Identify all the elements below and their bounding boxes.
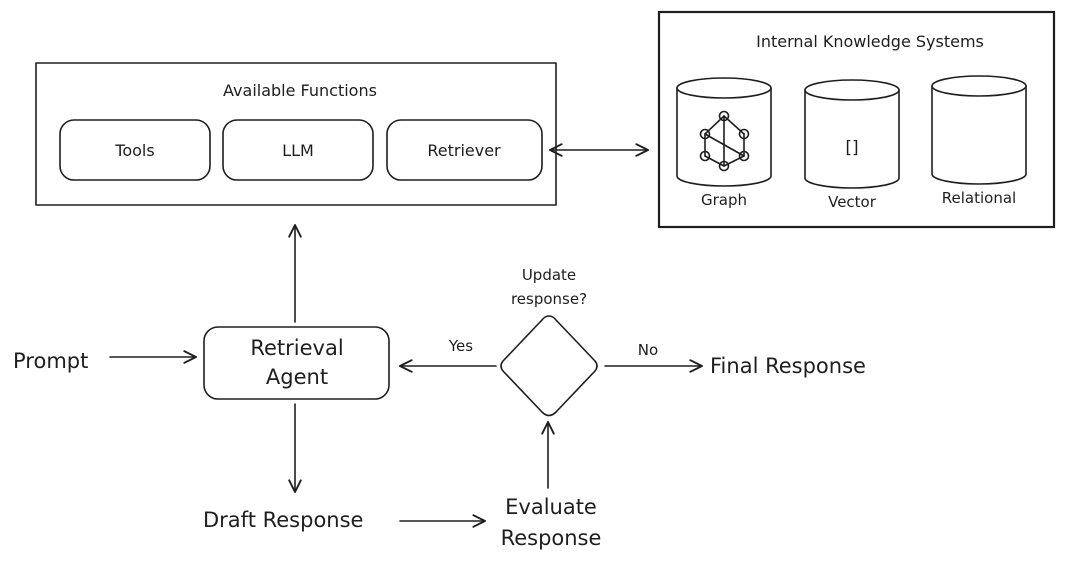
draft-response-label: Draft Response [203,508,363,532]
function-retriever[interactable]: Retriever [386,119,543,181]
decision-question-line1: Update [522,266,576,284]
function-llm-label: LLM [282,141,314,160]
prompt-label: Prompt [13,349,88,373]
vector-brackets-icon: [] [845,138,858,158]
available-functions-panel: Available Functions Tools LLM Retriever [35,62,557,206]
evaluate-line2: Response [501,526,602,550]
graph-icon [699,110,750,172]
internal-knowledge-title: Internal Knowledge Systems [756,32,984,51]
retrieval-agent-line1: Retrieval [250,336,343,360]
graph-label: Graph [701,191,747,209]
decision-question-line2: response? [511,290,587,308]
retrieval-agent-line2: Agent [266,365,328,389]
evaluate-line1: Evaluate [505,495,597,519]
no-label: No [638,341,658,359]
function-retriever-label: Retriever [427,141,501,160]
vector-label: Vector [828,193,877,211]
relational-label: Relational [942,189,1016,207]
retrieval-agent-box[interactable]: Retrieval Agent [203,326,390,400]
update-decision-diamond[interactable] [500,315,598,417]
vector-database[interactable]: [] Vector [804,79,900,211]
relational-database[interactable]: Relational [931,75,1027,207]
graph-database[interactable]: Graph [676,77,772,209]
yes-label: Yes [448,337,473,355]
available-functions-title: Available Functions [223,81,377,100]
internal-knowledge-panel: Internal Knowledge Systems Gr [657,10,1056,229]
function-tools-label: Tools [114,141,154,160]
function-llm[interactable]: LLM [222,119,374,181]
function-tools[interactable]: Tools [59,119,211,181]
final-response-label: Final Response [710,354,866,378]
